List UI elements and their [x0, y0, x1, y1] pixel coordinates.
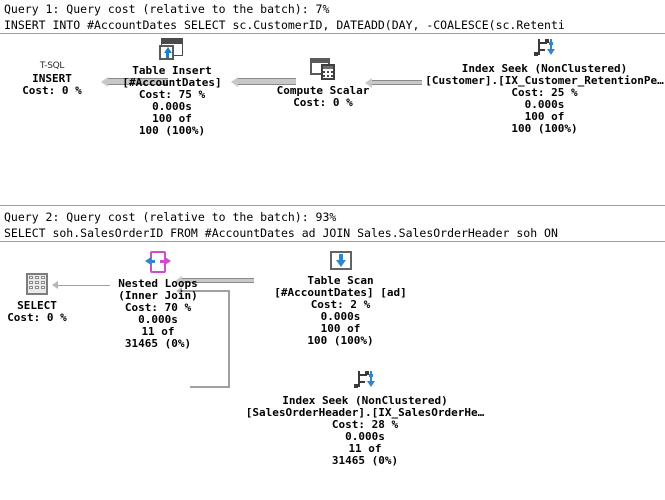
compute-scalar-icon — [266, 58, 380, 83]
node-estimated-rows: 31465 (0%) — [331, 454, 399, 467]
query-1-separator — [0, 33, 665, 34]
plan-node-select[interactable]: SELECT Cost: 0 % — [0, 273, 74, 324]
node-time: 0.000s — [138, 313, 178, 326]
plan-node-table-insert[interactable]: Table Insert [#AccountDates] Cost: 75 % … — [108, 38, 236, 137]
node-name: INSERT — [32, 72, 72, 85]
node-detail: (Inner Join) — [118, 289, 198, 302]
connector-tablescan-to-nestedloops — [175, 275, 254, 286]
nested-loops-icon — [96, 251, 220, 276]
node-cost: Cost: 0 % — [293, 96, 353, 109]
tsql-insert-icon: T-SQL — [2, 58, 102, 71]
node-actual-rows: 100 of — [320, 322, 361, 335]
node-name: Nested Loops — [118, 277, 198, 290]
connector-nestedloops-stub — [182, 290, 230, 292]
table-insert-icon — [108, 38, 236, 63]
node-name: Table Insert — [132, 64, 212, 77]
node-estimated-rows: 100 (100%) — [307, 334, 374, 347]
connector-indexseek-to-computescalar — [365, 77, 422, 88]
connector-bar — [108, 78, 168, 85]
query-plan-pane-1: Query 1: Query cost (relative to the bat… — [0, 0, 665, 205]
node-detail: [#AccountDates] [ad] — [274, 286, 407, 299]
node-cost: Cost: 70 % — [124, 301, 192, 314]
plan-node-insert[interactable]: T-SQL INSERT Cost: 0 % — [2, 58, 102, 97]
plan-node-index-seek[interactable]: Index Seek (NonClustered) [Customer].[IX… — [424, 38, 665, 135]
plan-node-compute-scalar[interactable]: Compute Scalar Cost: 0 % — [266, 58, 380, 109]
connector-arrowhead-nestedloops-inner — [176, 287, 182, 295]
query-2-separator-top — [0, 205, 665, 206]
node-cost: Cost: 2 % — [310, 298, 371, 311]
query-plan-pane-2: Query 2: Query cost (relative to the bat… — [0, 205, 665, 500]
connector-bar — [182, 278, 254, 283]
connector-arrowhead — [365, 77, 372, 88]
node-estimated-rows: 100 (100%) — [511, 122, 578, 135]
node-actual-rows: 11 of — [141, 325, 175, 338]
node-name: Compute Scalar — [276, 84, 370, 97]
node-actual-rows: 100 of — [524, 110, 565, 123]
node-detail: [#AccountDates] — [122, 76, 222, 89]
query-1-cost-header: Query 1: Query cost (relative to the bat… — [4, 2, 330, 16]
connector-tableinsert-to-insert — [101, 76, 168, 87]
node-cost: Cost: 25 % — [511, 86, 578, 99]
tsql-icon-label: T-SQL — [39, 61, 65, 71]
connector-arrowhead — [231, 76, 238, 87]
connector-arrowhead-select — [52, 281, 58, 289]
connector-indexseek-horizontal — [190, 386, 230, 388]
node-time: 0.000s — [524, 98, 565, 111]
node-name: Index Seek (NonClustered) — [461, 62, 628, 75]
node-estimated-rows: 100 (100%) — [138, 124, 206, 137]
query-1-sql-text: INSERT INTO #AccountDates SELECT sc.Cust… — [4, 18, 565, 32]
query-2-sql-text: SELECT soh.SalesOrderID FROM #AccountDat… — [4, 226, 558, 240]
select-icon — [0, 273, 74, 298]
query-2-cost-header: Query 2: Query cost (relative to the bat… — [4, 210, 337, 224]
index-seek-icon — [220, 370, 510, 393]
table-scan-icon — [258, 251, 423, 273]
node-time: 0.000s — [152, 100, 192, 113]
connector-indexseek-vertical — [228, 290, 230, 388]
node-time: 0.000s — [345, 430, 385, 443]
connector-nestedloops-to-select — [56, 285, 110, 286]
node-name: SELECT — [17, 299, 57, 312]
plan-node-nested-loops[interactable]: Nested Loops (Inner Join) Cost: 70 % 0.0… — [96, 251, 220, 350]
node-detail: [SalesOrderHeader].[IX_SalesOrderHe… — [245, 406, 485, 419]
node-actual-rows: 100 of — [152, 112, 192, 125]
index-seek-icon — [424, 38, 665, 61]
node-cost: Cost: 0 % — [7, 311, 67, 324]
connector-computescalar-to-tableinsert — [231, 76, 296, 87]
connector-arrowhead — [175, 275, 182, 286]
node-name: Table Scan — [307, 274, 374, 287]
connector-bar — [372, 80, 422, 85]
node-detail: [Customer].[IX_Customer_RetentionPe… — [425, 74, 664, 87]
connector-bar — [238, 78, 296, 85]
node-estimated-rows: 31465 (0%) — [124, 337, 192, 350]
node-time: 0.000s — [320, 310, 361, 323]
plan-node-table-scan[interactable]: Table Scan [#AccountDates] [ad] Cost: 2 … — [258, 251, 423, 347]
node-cost: Cost: 75 % — [138, 88, 206, 101]
connector-arrowhead — [101, 76, 108, 87]
plan-node-index-seek-salesorderheader[interactable]: Index Seek (NonClustered) [SalesOrderHea… — [220, 370, 510, 467]
node-cost: Cost: 28 % — [331, 418, 399, 431]
node-name: Index Seek (NonClustered) — [282, 394, 448, 407]
node-actual-rows: 11 of — [348, 442, 382, 455]
query-2-separator-bottom — [0, 241, 665, 242]
node-cost: Cost: 0 % — [22, 84, 82, 97]
